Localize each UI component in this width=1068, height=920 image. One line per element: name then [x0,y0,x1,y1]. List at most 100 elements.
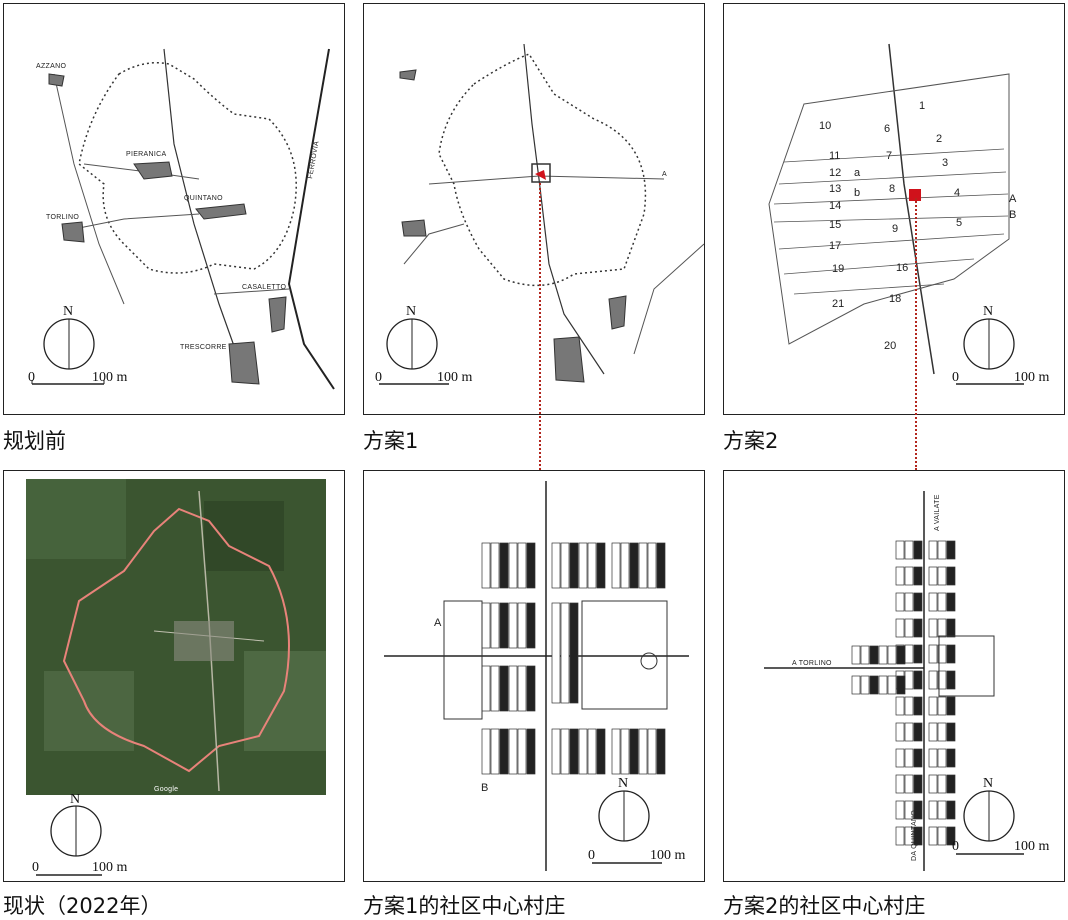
plot-4: 4 [954,187,960,199]
housing-plot [551,728,561,775]
housing-plot [928,774,938,794]
housing-plot [946,722,956,742]
housing-plot [526,665,536,712]
centre-marker [909,189,921,201]
housing-plot [638,728,648,775]
satellite-map: Google N 0 100 m [26,479,326,876]
scale-distance: 100 m [1014,370,1050,385]
plot-14: 14 [829,200,841,212]
housing-plot [499,542,509,589]
housing-plot [946,826,956,846]
housing-plot [490,665,500,712]
housing-plot [560,542,570,589]
housing-plot [895,592,905,612]
caption-scheme-1-centre: 方案1的社区中心村庄 [363,894,566,918]
scale-bar: 0 100 m [952,370,1050,385]
housing-plot [560,728,570,775]
casaletto-road [213,288,290,295]
label-casaletto: CASALETTO [242,284,286,291]
plot-2: 2 [936,133,942,145]
housing-plot [560,602,570,704]
plot-20: 20 [884,340,896,352]
label-a-right: A [1009,193,1017,205]
east-west-road [428,175,665,185]
housing-plot [656,728,666,775]
housing-plot [638,542,648,589]
housing-plot [937,670,947,690]
housing-plot [928,644,938,664]
map-panel-scheme-1-centre: A B N 0 100 m [363,470,705,882]
north-arrow: N [963,776,1015,842]
housing-plot [904,774,914,794]
scale-distance: 100 m [92,860,128,875]
plot-16: 16 [896,262,908,274]
label-da-quintano: DA QUINTANO [911,810,918,861]
housing-plot [895,566,905,586]
google-watermark: Google [154,786,178,793]
field-lines [773,148,1009,295]
plot-6: 6 [884,123,890,135]
scale-bar: 0 100 m [588,848,686,864]
housing-plot [851,645,861,665]
scale-bar: 0 100 m [375,370,473,385]
housing-plot [896,675,906,695]
label-torlino: TORLINO [46,214,79,221]
north-arrow: N [43,304,95,370]
scale-zero: 0 [952,370,959,385]
housing-plot [946,644,956,664]
housing-plot [928,748,938,768]
housing-plot [928,826,938,846]
north-arrow: N [963,304,1015,370]
housing-plot [913,774,923,794]
plot-18: 18 [889,293,901,305]
housing-plot [913,618,923,638]
label-a: A [434,617,442,629]
housing-plot [904,800,914,820]
housing-plot [629,542,639,589]
plot-21: 21 [832,298,844,310]
scale-distance: 100 m [437,370,473,385]
north-label: N [406,304,416,319]
centre-marker [535,170,546,180]
housing-plot [928,670,938,690]
boundary-2022 [62,507,290,773]
torlino-road [403,223,465,265]
housing-plot [895,618,905,638]
scale-zero: 0 [952,839,959,854]
housing-plot [851,675,861,695]
housing-plot [937,540,947,560]
scheme-2-map: 1 2 3 4 5 6 7 8 9 10 11 12 13 14 15 16 1… [768,43,1050,385]
housing-plot [569,542,579,589]
housing-plot [928,618,938,638]
torlino-village [61,221,85,243]
casaletto-village [268,296,287,333]
housing-plot [937,826,947,846]
plot-19: 19 [832,263,844,275]
north-label: N [618,776,628,791]
housing-plot [946,540,956,560]
parish-boundary [438,53,647,287]
caption-scheme-1: 方案1 [363,429,419,453]
housing-plot [508,728,518,775]
housing-plot [596,542,606,589]
north-arrow: N [50,792,102,857]
housing-plot [647,542,657,589]
fields-outline [768,73,1010,345]
railway-line [633,243,705,355]
housing-plot [937,592,947,612]
housing-plot [895,774,905,794]
community-centre-park [938,635,995,697]
map-panel-current-2022: Google N 0 100 m [3,470,345,882]
plot-10: 10 [819,120,831,132]
housing-plot [887,645,897,665]
sports-field [640,652,658,670]
housing-plot [928,696,938,716]
housing-plot [937,644,947,664]
housing-plot [587,728,597,775]
housing-plot [895,748,905,768]
housing-plot [946,566,956,586]
pieranica-village [133,161,173,180]
housing-plot [620,728,630,775]
parish-boundary [78,62,297,274]
housing-plot [596,728,606,775]
